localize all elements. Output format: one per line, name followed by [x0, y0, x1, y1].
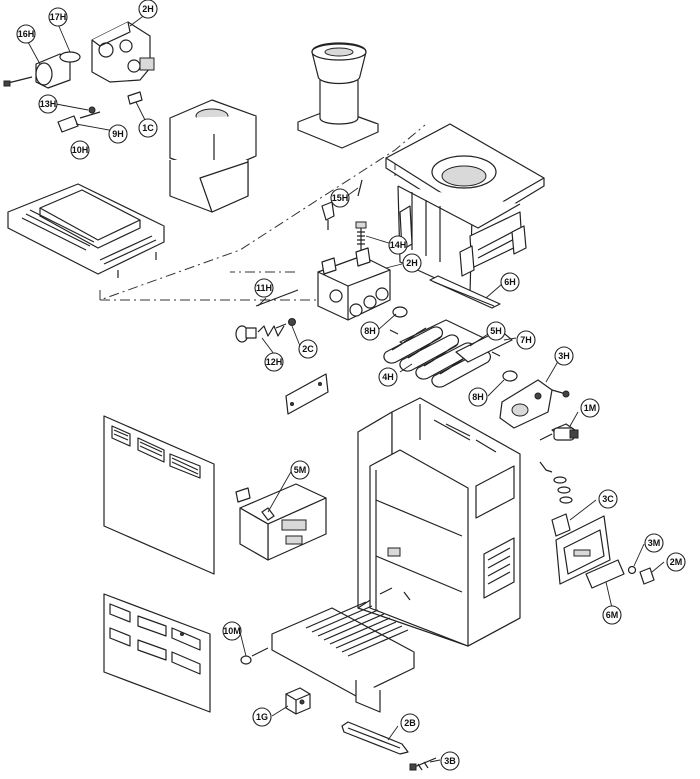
callout-2C: 2C	[298, 339, 318, 359]
callout-label: 1G	[256, 712, 268, 722]
callout-label: 2C	[302, 344, 314, 354]
callout-label: 1M	[584, 403, 597, 413]
burner-tray-bottom	[240, 601, 415, 713]
callout-17H: 17H	[48, 7, 68, 27]
callout-label: 10H	[72, 145, 89, 155]
callout-3B: 3B	[440, 751, 460, 771]
callout-label: 3M	[648, 538, 661, 548]
callout-label: 2M	[670, 557, 683, 567]
callout-6H: 6H	[500, 272, 520, 292]
callout-label: 10M	[223, 626, 241, 636]
callout-label: 1C	[142, 123, 154, 133]
callout-label: 17H	[50, 12, 67, 22]
callout-3M: 3M	[644, 533, 664, 553]
bypass-valve-parts	[235, 289, 299, 343]
callout-8H-a: 8H	[360, 321, 380, 341]
gasket-ring-a	[392, 306, 408, 318]
control-module-5M	[235, 483, 327, 561]
callout-label: 14H	[390, 240, 407, 250]
callout-9H: 9H	[108, 124, 128, 144]
gas-valve-3C	[539, 461, 655, 589]
callout-11H: 11H	[254, 278, 274, 298]
callout-6M: 6M	[602, 605, 622, 625]
callout-label: 3B	[444, 756, 456, 766]
bolt-3B	[409, 757, 437, 771]
flue-collar-center	[297, 42, 379, 149]
callout-2H-mid: 2H	[402, 253, 422, 273]
front-door-upper	[103, 415, 215, 575]
callout-8H-b: 8H	[468, 387, 488, 407]
callout-label: 7H	[520, 335, 532, 345]
callout-label: 3C	[602, 494, 614, 504]
callout-1M: 1M	[580, 398, 600, 418]
callout-label: 2H	[142, 4, 154, 14]
callout-label: 5M	[294, 465, 307, 475]
callout-label: 5H	[490, 326, 502, 336]
callout-16H: 16H	[16, 24, 36, 44]
callout-label: 8H	[364, 326, 376, 336]
callout-1G: 1G	[252, 707, 272, 727]
callout-13H: 13H	[38, 94, 58, 114]
callout-14H: 14H	[388, 235, 408, 255]
callout-label: 6H	[504, 277, 516, 287]
baffle-strip	[429, 275, 501, 309]
burner-tray-3H	[499, 379, 570, 429]
header-assembly-mid	[317, 179, 391, 321]
callout-2B: 2B	[400, 713, 420, 733]
rod-2B	[341, 721, 409, 755]
heat-exchanger-tubes	[383, 319, 501, 388]
callout-label: 16H	[18, 29, 35, 39]
gas-orifice-1G	[285, 687, 311, 715]
access-panel-small	[285, 373, 329, 415]
front-door-lower	[103, 593, 211, 713]
callout-label: 9H	[112, 129, 124, 139]
callout-label: 6M	[606, 610, 619, 620]
callout-label: 15H	[332, 193, 349, 203]
callout-15H: 15H	[330, 188, 350, 208]
callout-4H: 4H	[378, 367, 398, 387]
callout-label: 11H	[256, 283, 272, 293]
callout-5H: 5H	[486, 321, 506, 341]
callout-label: 2H	[406, 258, 418, 268]
callout-7H: 7H	[516, 330, 536, 350]
callout-3H: 3H	[554, 346, 574, 366]
draft-hood	[169, 99, 257, 213]
callout-label: 2B	[404, 718, 416, 728]
callout-3C: 3C	[598, 489, 618, 509]
gasket-ring-b	[502, 370, 518, 382]
callout-2M: 2M	[666, 552, 686, 572]
callout-label: 8H	[472, 392, 484, 402]
cabinet-frame	[357, 397, 521, 647]
callout-10M: 10M	[222, 621, 242, 641]
callout-10H: 10H	[70, 140, 90, 160]
ignitor-1M	[539, 423, 579, 441]
callout-2H-top: 2H	[138, 0, 158, 19]
callout-label: 13H	[40, 99, 57, 109]
callout-label: 12H	[266, 357, 283, 367]
callout-12H: 12H	[264, 352, 284, 372]
callout-label: 3H	[558, 351, 570, 361]
callout-5M: 5M	[290, 460, 310, 480]
header-assembly-top	[3, 21, 155, 133]
top-cover-panel	[7, 183, 165, 278]
callout-label: 4H	[382, 372, 394, 382]
callout-1C: 1C	[138, 118, 158, 138]
